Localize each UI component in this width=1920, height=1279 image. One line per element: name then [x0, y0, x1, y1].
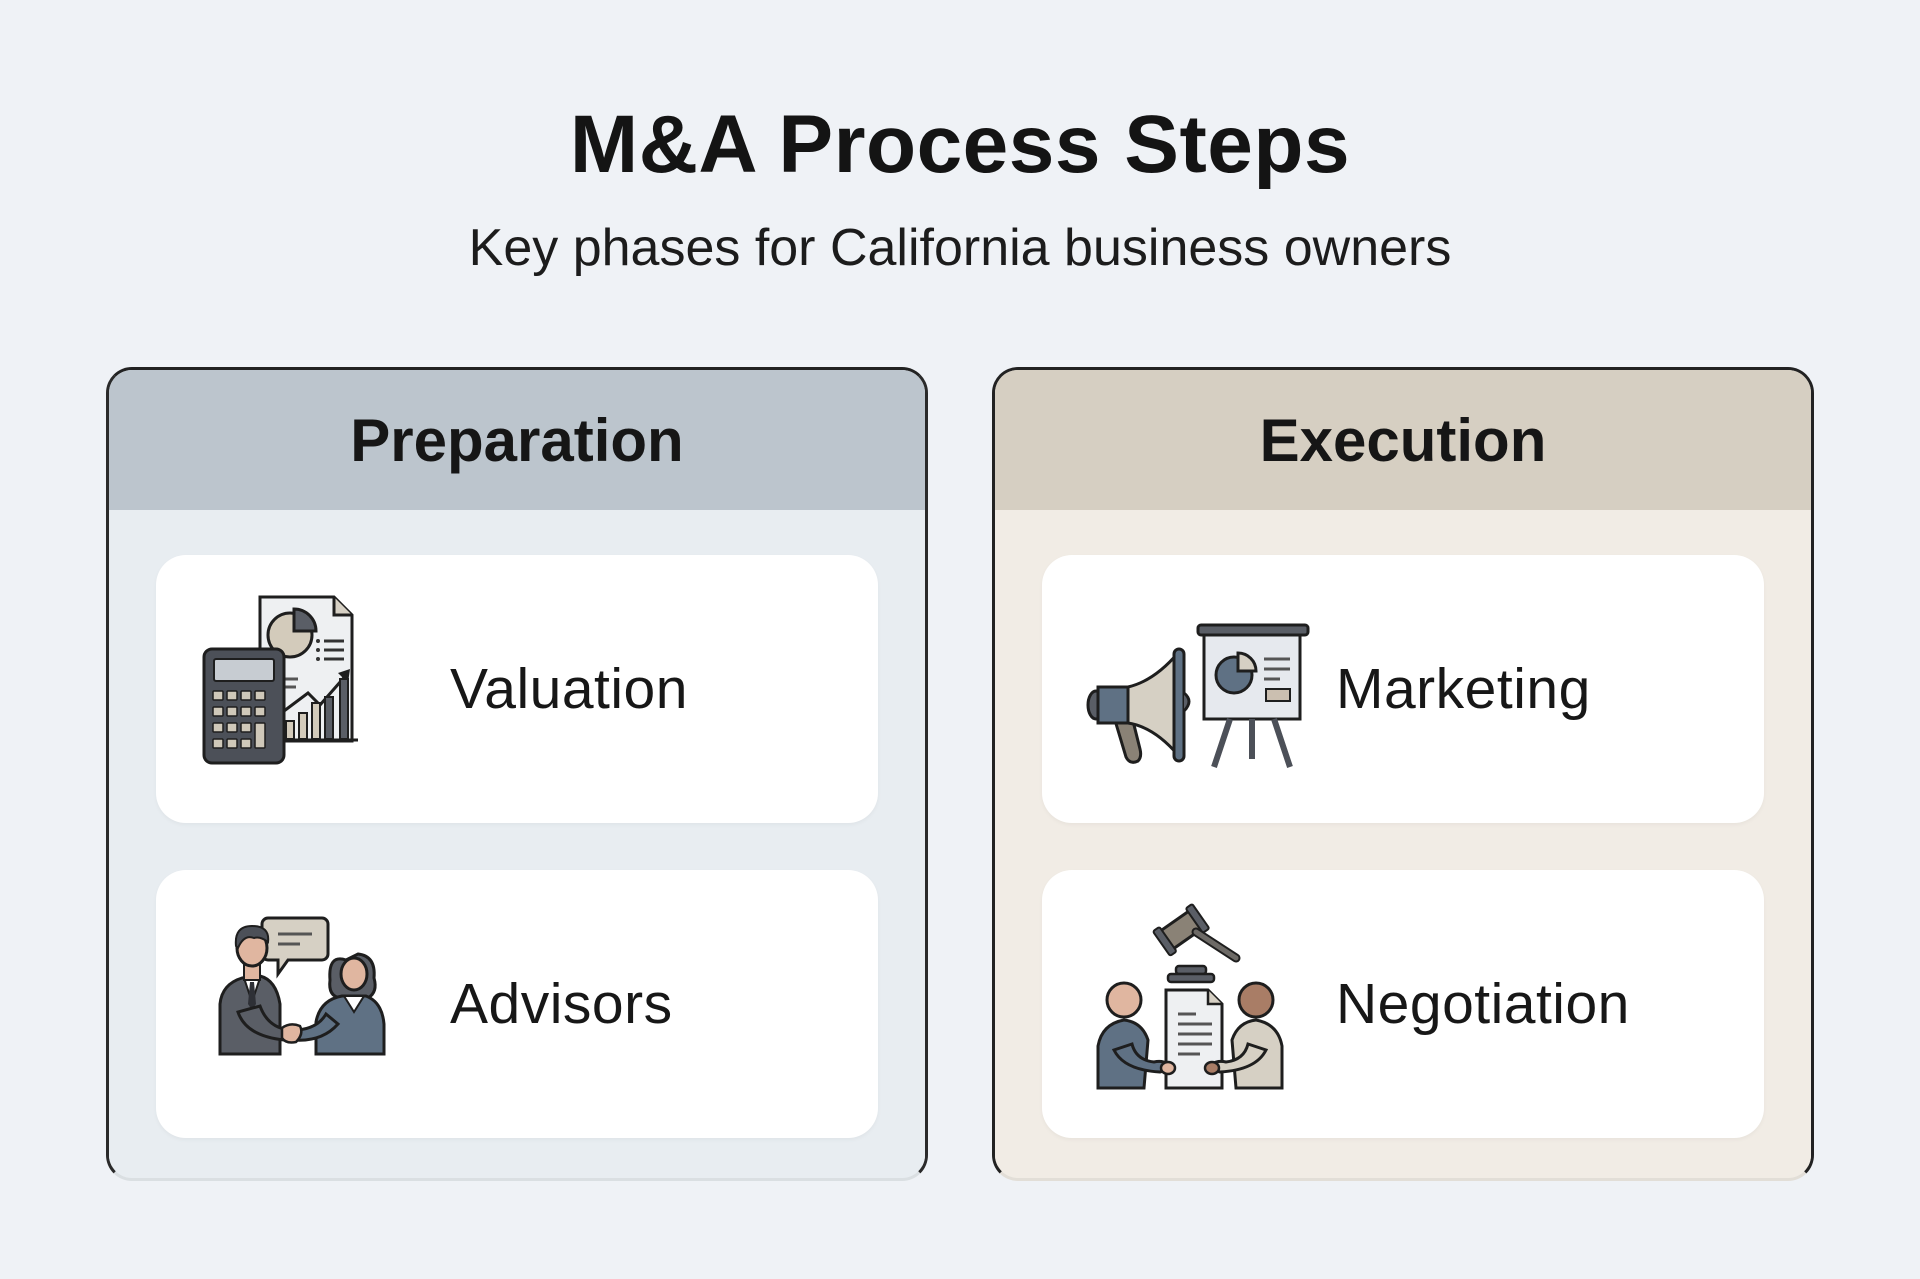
panel-edge-fade	[922, 878, 925, 1178]
phase-header: Preparation	[109, 370, 925, 510]
step-label: Negotiation	[1336, 972, 1630, 1036]
step-card-valuation[interactable]: Valuation	[156, 555, 878, 823]
phase-header: Execution	[995, 370, 1811, 510]
gavel-contract-negotiation-icon	[1084, 903, 1294, 1104]
page-title: M&A Process Steps	[569, 99, 1351, 190]
panel-edge-fade	[1808, 878, 1811, 1178]
step-card-advisors[interactable]: Advisors	[156, 870, 878, 1138]
page-subtitle: Key phases for California business owner…	[468, 219, 1452, 277]
step-card-marketing[interactable]: Marketing	[1042, 555, 1764, 823]
phase-panel-preparation: Preparation	[106, 367, 928, 1181]
step-label: Valuation	[450, 657, 688, 721]
step-label: Marketing	[1336, 657, 1591, 721]
calculator-report-chart-icon	[198, 589, 408, 789]
step-card-negotiation[interactable]: Negotiation	[1042, 870, 1764, 1138]
step-label: Advisors	[450, 972, 673, 1036]
megaphone-presentation-icon	[1084, 589, 1310, 789]
panel-edge-fade	[109, 878, 112, 1178]
panel-edge-fade	[995, 878, 998, 1178]
handshake-advisors-icon	[198, 904, 408, 1104]
phase-panel-execution: Execution	[992, 367, 1814, 1181]
